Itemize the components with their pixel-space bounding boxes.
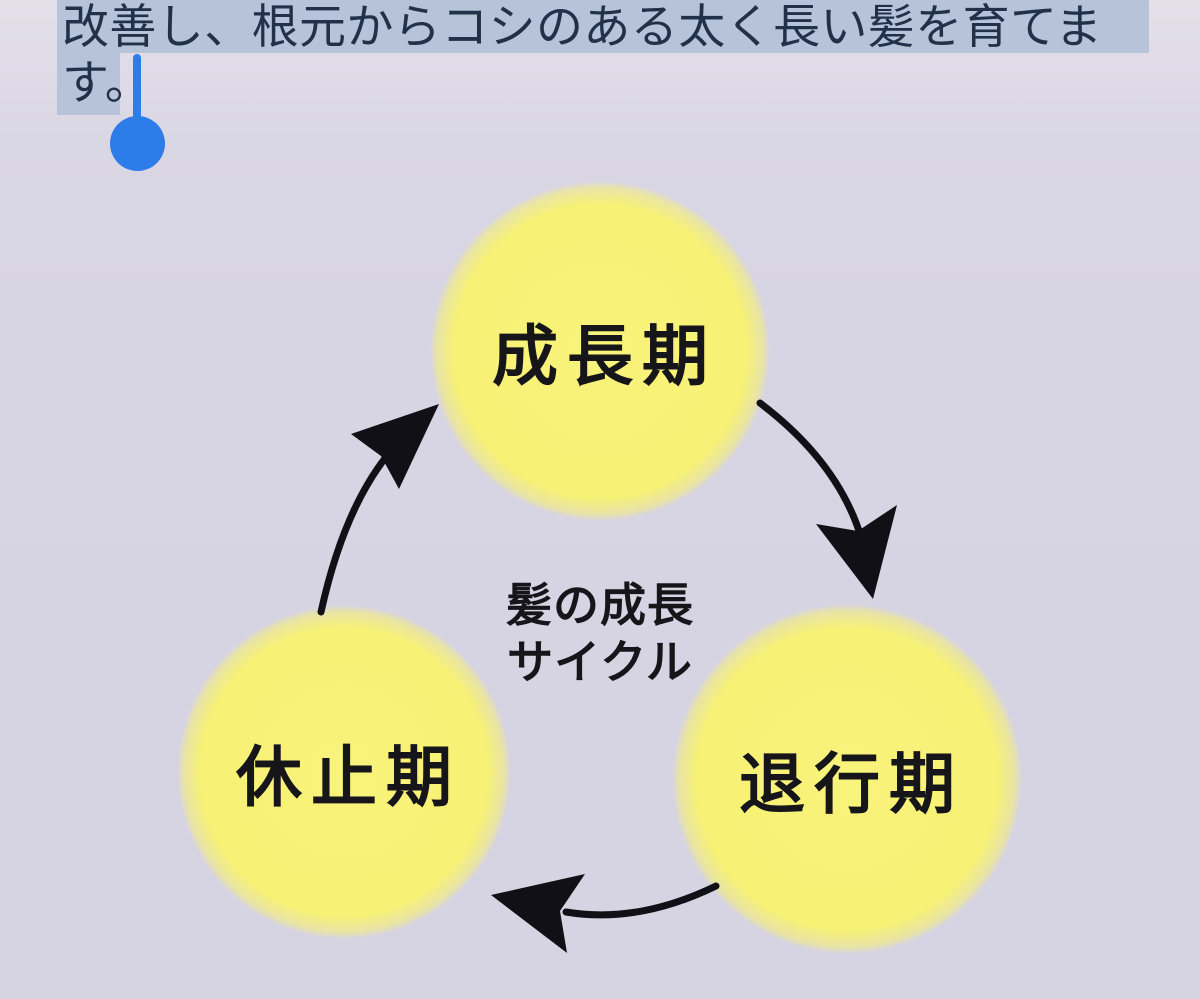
growth-phase-circle: 成長期 [430,181,770,521]
resting-phase-label: 休止期 [236,740,461,814]
selection-handle-bar[interactable] [133,54,141,122]
diagram-title: 髪の成長 サイクル [430,577,770,691]
arrow-regression-to-resting-icon [491,874,720,953]
arrow-growth-to-regression-icon [756,399,897,599]
diagram-title-line-2: サイクル [507,636,693,688]
resting-phase-circle: 休止期 [177,605,511,939]
selected-text-line-1[interactable]: 改善し、根元からコシのある太く長い髪を育てま [57,0,1150,53]
regression-phase-circle: 退行期 [672,604,1022,954]
arrow-resting-to-growth-icon [317,404,439,616]
selection-handle-knob[interactable] [110,116,165,171]
growth-phase-label: 成長期 [492,319,717,393]
regression-phase-label: 退行期 [739,747,964,821]
diagram-title-line-1: 髪の成長 [506,579,694,631]
